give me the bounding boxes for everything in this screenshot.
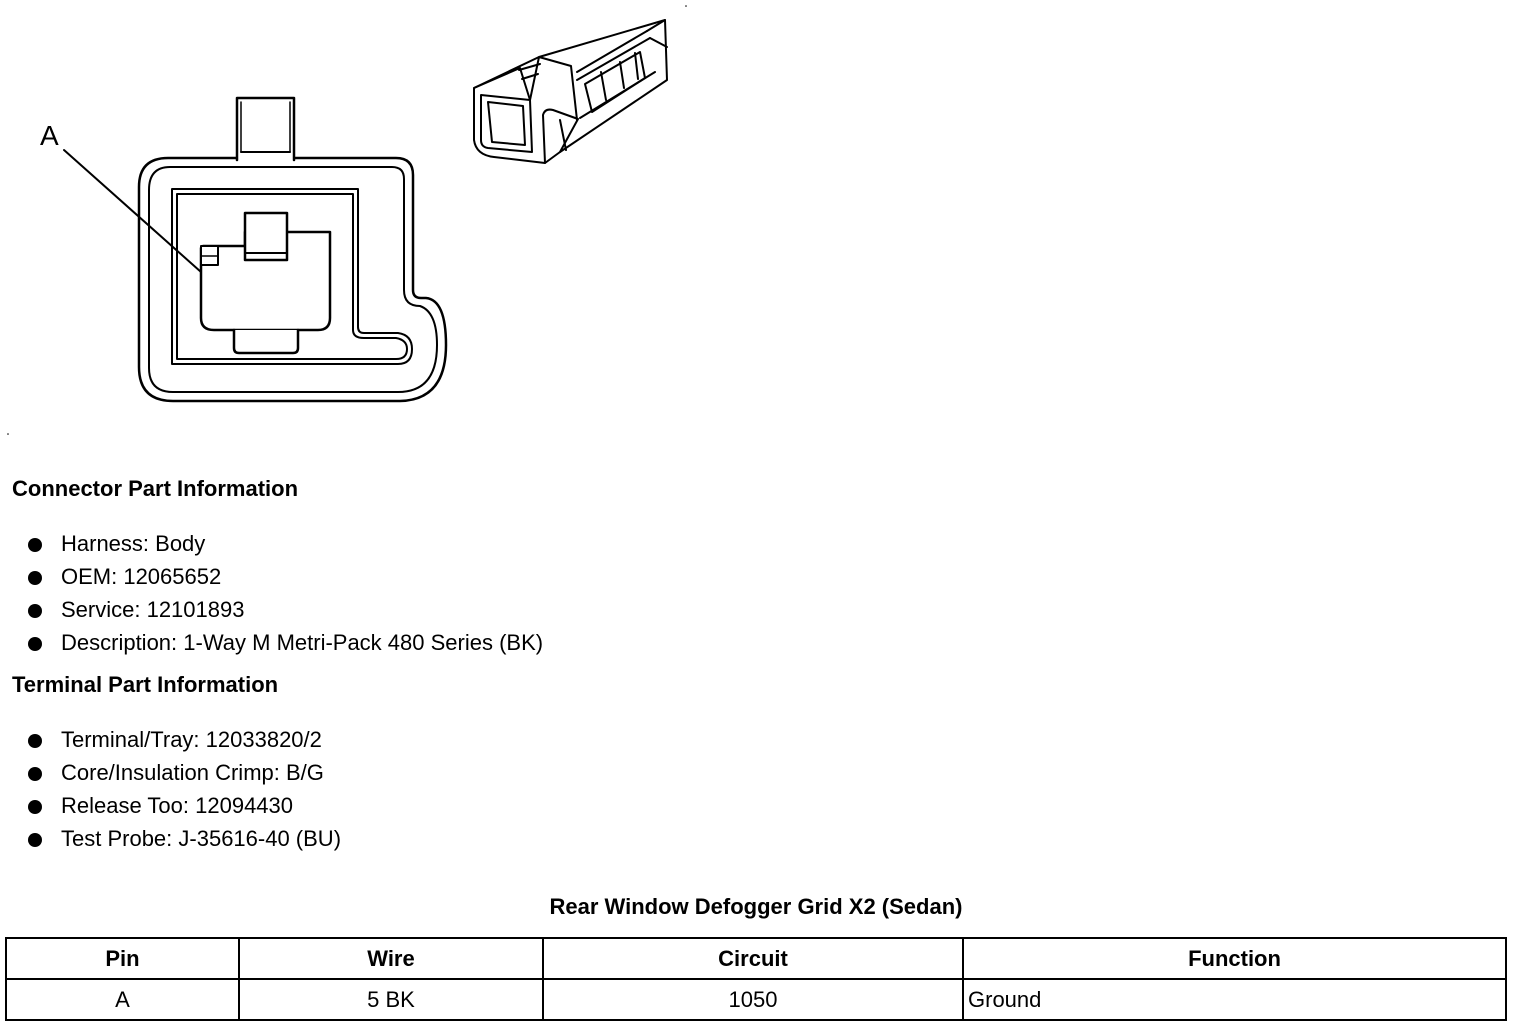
- connector-diagram: A: [7, 5, 687, 435]
- bullet-icon: [28, 734, 42, 748]
- connector-inner-housing-line: [148, 166, 438, 393]
- connector-cavity: [171, 188, 413, 365]
- list-item: Terminal/Tray: 12033820/2: [28, 723, 341, 756]
- list-item: Core/Insulation Crimp: B/G: [28, 756, 341, 789]
- list-item: Release Too: 12094430: [28, 789, 341, 822]
- list-item: Test Probe: J-35616-40 (BU): [28, 822, 341, 855]
- table-header-row: Pin Wire Circuit Function: [5, 937, 1507, 980]
- cell-function: Ground: [962, 978, 1507, 1021]
- connector-isometric-view: [473, 19, 668, 164]
- connector-part-info-list: Harness: Body OEM: 12065652 Service: 121…: [28, 527, 543, 659]
- cell-pin: A: [5, 978, 240, 1021]
- cell-circuit: 1050: [542, 978, 964, 1021]
- bullet-icon: [28, 833, 42, 847]
- list-item: Description: 1-Way M Metri-Pack 480 Seri…: [28, 626, 543, 659]
- column-header-wire: Wire: [238, 937, 544, 980]
- column-header-function: Function: [962, 937, 1507, 980]
- bullet-icon: [28, 767, 42, 781]
- cell-wire: 5 BK: [238, 978, 544, 1021]
- terminal-a: [199, 230, 332, 332]
- column-header-pin: Pin: [5, 937, 240, 980]
- list-item: Harness: Body: [28, 527, 543, 560]
- bullet-icon: [28, 637, 42, 651]
- list-item: Service: 12101893: [28, 593, 543, 626]
- pin-table: Pin Wire Circuit Function A 5 BK 1050 Gr…: [5, 937, 1507, 1021]
- list-item: OEM: 12065652: [28, 560, 543, 593]
- bullet-icon: [28, 538, 42, 552]
- terminal-part-info-list: Terminal/Tray: 12033820/2 Core/Insulatio…: [28, 723, 341, 855]
- bullet-icon: [28, 800, 42, 814]
- callout-label-a: A: [40, 120, 59, 151]
- bullet-icon: [28, 604, 42, 618]
- table-row: A 5 BK 1050 Ground: [5, 978, 1507, 1021]
- connector-part-info-heading: Connector Part Information: [12, 476, 299, 501]
- connector-latch-tab: [235, 96, 296, 162]
- pin-table-title: Rear Window Defogger Grid X2 (Sedan): [549, 894, 963, 919]
- callout-leader-line: [63, 149, 202, 273]
- terminal-part-info-heading: Terminal Part Information: [12, 672, 279, 697]
- bullet-icon: [28, 571, 42, 585]
- column-header-circuit: Circuit: [542, 937, 964, 980]
